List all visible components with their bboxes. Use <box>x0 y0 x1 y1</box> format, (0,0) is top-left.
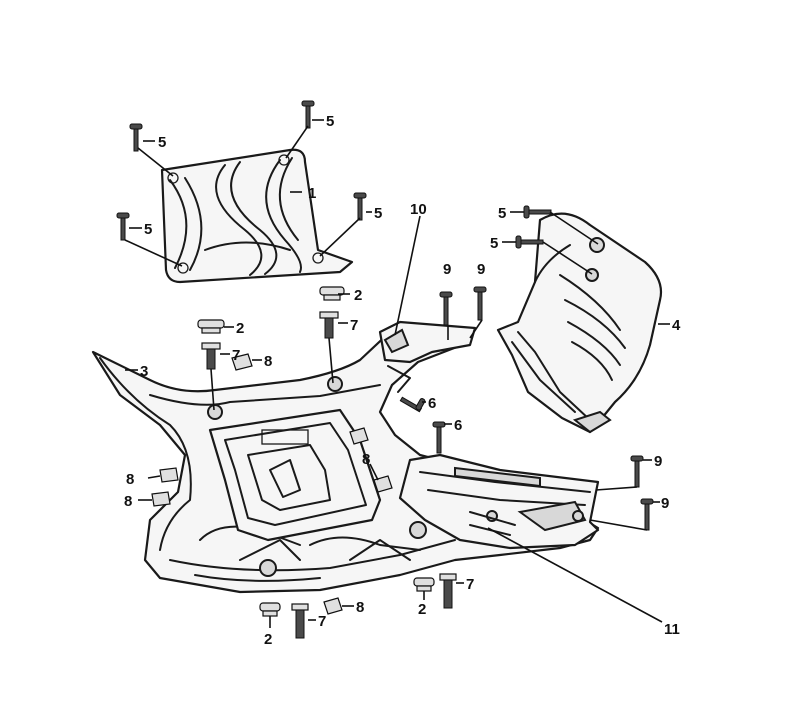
screw-6-a <box>399 396 426 413</box>
clip-8-d <box>151 491 171 507</box>
callout-8-a: 8 <box>264 353 272 370</box>
fasteners <box>116 100 654 639</box>
part-1-top-panel <box>160 148 354 284</box>
callout-8-e: 8 <box>356 599 364 616</box>
callout-5-b: 5 <box>326 113 334 130</box>
callout-5-a: 5 <box>158 134 166 151</box>
callout-7-d: 7 <box>466 576 474 593</box>
callout-2-a: 2 <box>354 287 362 304</box>
callout-10: 10 <box>410 201 427 218</box>
callout-9-b: 9 <box>477 261 485 278</box>
bolt-7-c <box>291 603 309 639</box>
callout-6-a: 6 <box>428 395 436 412</box>
callout-8-d: 8 <box>124 493 132 510</box>
callout-7-b: 7 <box>232 347 240 364</box>
bolt-7-a <box>201 342 221 370</box>
clip-2-a <box>197 319 225 334</box>
callout-4: 4 <box>672 317 681 334</box>
screw-5-e <box>523 205 552 219</box>
callout-11: 11 <box>664 621 680 638</box>
callout-6-b: 6 <box>454 417 462 434</box>
callout-2-c: 2 <box>264 631 272 648</box>
callout-3: 3 <box>140 363 148 380</box>
part-4-side-cover <box>496 212 663 434</box>
screw-9-c <box>630 455 644 488</box>
clip-8-b <box>349 427 369 445</box>
callout-labels: 1 2 2 2 2 3 4 5 5 5 5 5 5 6 6 7 7 7 7 8 … <box>124 113 681 648</box>
screw-5-d <box>353 192 367 221</box>
screw-5-c <box>116 212 130 241</box>
clip-8-c <box>159 467 179 483</box>
clip-2-c <box>259 602 281 617</box>
callout-5-f: 5 <box>490 235 498 252</box>
callout-7-c: 7 <box>318 613 326 630</box>
bolt-7-b <box>319 311 339 339</box>
clip-2-d <box>413 577 435 592</box>
clip-8-f <box>373 475 393 493</box>
clip-2-b <box>319 286 345 301</box>
callout-1: 1 <box>308 185 316 202</box>
callout-5-c: 5 <box>144 221 152 238</box>
callout-9-d: 9 <box>661 495 669 512</box>
screw-9-d <box>640 498 654 531</box>
callout-9-c: 9 <box>654 453 662 470</box>
screw-9-a <box>439 291 453 326</box>
screw-9-b <box>473 286 487 321</box>
part-11-side-rail <box>398 453 600 550</box>
part-10-bracket <box>378 320 477 393</box>
screw-6-b <box>432 421 446 454</box>
callout-7-a: 7 <box>350 317 358 334</box>
callout-2-b: 2 <box>236 320 244 337</box>
callout-8-b: 8 <box>362 451 370 468</box>
callout-5-d: 5 <box>374 205 382 222</box>
leader-lines <box>124 119 670 628</box>
screw-5-a <box>129 123 143 152</box>
callout-5-e: 5 <box>498 205 506 222</box>
clip-8-a <box>231 353 253 371</box>
callout-9-a: 9 <box>443 261 451 278</box>
callout-2-d: 2 <box>418 601 426 618</box>
bolt-7-d <box>439 573 457 609</box>
clip-8-e <box>323 597 343 615</box>
screw-5-b <box>301 100 315 129</box>
callout-8-c: 8 <box>126 471 134 488</box>
